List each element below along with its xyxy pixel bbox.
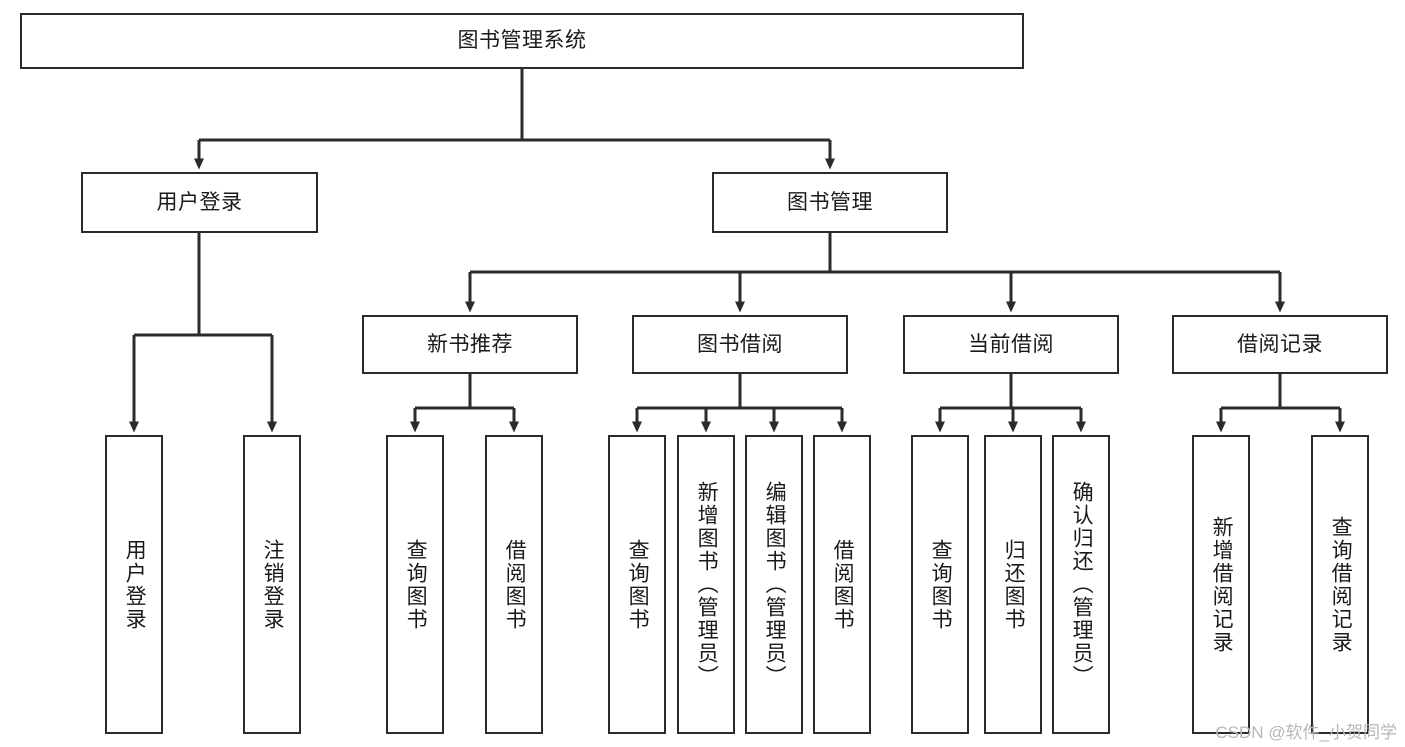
node-leaf-query-book-borrow-label: 查询图书 — [626, 538, 650, 631]
node-borrow-record[interactable]: 借阅记录 — [1172, 315, 1388, 374]
node-leaf-borrow-book[interactable]: 借阅图书 — [813, 435, 871, 734]
node-book-borrow[interactable]: 图书借阅 — [632, 315, 848, 374]
node-leaf-borrow-book-label: 借阅图书 — [831, 538, 855, 631]
node-leaf-query-book-current[interactable]: 查询图书 — [911, 435, 969, 734]
node-leaf-borrow-book-recommend-label: 借阅图书 — [503, 538, 527, 631]
node-leaf-add-book[interactable]: 新增图书（管理员） — [677, 435, 735, 734]
node-new-book-recommend[interactable]: 新书推荐 — [362, 315, 578, 374]
node-user-login[interactable]: 用户登录 — [81, 172, 318, 233]
node-leaf-query-book-current-label: 查询图书 — [929, 538, 953, 631]
node-leaf-borrow-book-recommend[interactable]: 借阅图书 — [485, 435, 543, 734]
node-leaf-query-borrow-record[interactable]: 查询借阅记录 — [1311, 435, 1369, 734]
node-leaf-query-book-recommend[interactable]: 查询图书 — [386, 435, 444, 734]
node-leaf-return-book[interactable]: 归还图书 — [984, 435, 1042, 734]
node-user-login-label: 用户登录 — [156, 190, 243, 214]
node-leaf-user-logout-label: 注销登录 — [261, 538, 285, 631]
node-leaf-user-logout[interactable]: 注销登录 — [243, 435, 301, 734]
node-leaf-confirm-return[interactable]: 确认归还（管理员） — [1052, 435, 1110, 734]
node-leaf-edit-book[interactable]: 编辑图书（管理员） — [745, 435, 803, 734]
node-leaf-add-borrow-record-label: 新增借阅记录 — [1210, 515, 1234, 654]
node-leaf-add-borrow-record[interactable]: 新增借阅记录 — [1192, 435, 1250, 734]
node-root-label: 图书管理系统 — [457, 29, 587, 53]
node-leaf-return-book-label: 归还图书 — [1002, 538, 1026, 631]
node-current-borrow[interactable]: 当前借阅 — [903, 315, 1119, 374]
node-leaf-edit-book-label: 编辑图书（管理员） — [763, 481, 787, 688]
node-leaf-user-login[interactable]: 用户登录 — [105, 435, 163, 734]
node-leaf-query-book-borrow[interactable]: 查询图书 — [608, 435, 666, 734]
node-leaf-user-login-label: 用户登录 — [123, 538, 147, 631]
node-book-manage-label: 图书管理 — [787, 190, 873, 214]
node-new-book-recommend-label: 新书推荐 — [427, 332, 513, 356]
node-leaf-query-book-recommend-label: 查询图书 — [404, 538, 428, 631]
node-borrow-record-label: 借阅记录 — [1237, 332, 1323, 356]
node-leaf-confirm-return-label: 确认归还（管理员） — [1070, 481, 1094, 688]
node-current-borrow-label: 当前借阅 — [968, 332, 1054, 356]
node-root[interactable]: 图书管理系统 — [20, 13, 1024, 69]
node-book-borrow-label: 图书借阅 — [697, 332, 783, 356]
node-leaf-add-book-label: 新增图书（管理员） — [695, 481, 719, 688]
node-leaf-query-borrow-record-label: 查询借阅记录 — [1329, 515, 1353, 654]
node-book-manage[interactable]: 图书管理 — [712, 172, 948, 233]
